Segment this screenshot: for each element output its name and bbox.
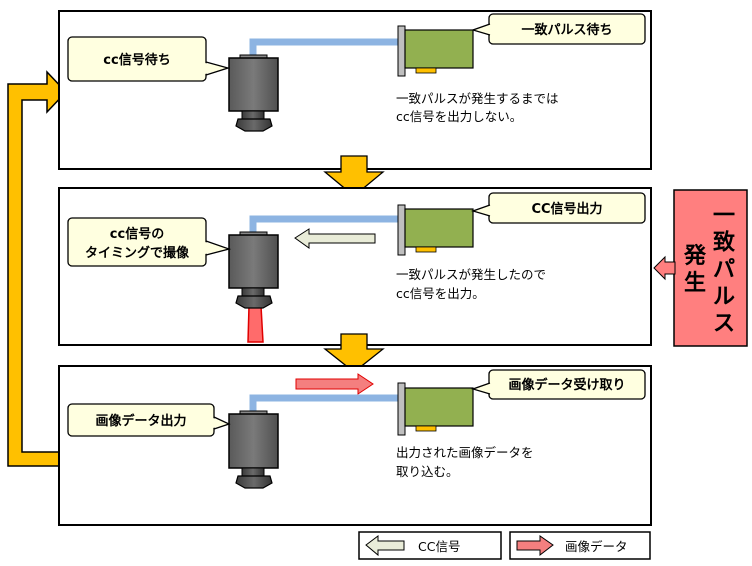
panel-description-line-2: cc信号を出力。	[396, 286, 485, 301]
legend-cc-signal: CC信号	[358, 531, 502, 560]
panel-description-line-1: 一致パルスが発生するまでは	[396, 91, 559, 106]
loop-back-arrow	[7, 70, 68, 467]
panel-description-line-2: cc信号を出力しない。	[396, 109, 522, 124]
board-callout: 一致パルス待ち	[470, 13, 646, 45]
board-callout: 画像データ受け取り	[470, 369, 646, 400]
panel-description-line-1: 一致パルスが発生したので	[396, 267, 546, 282]
legend-image-arrow-swatch	[516, 535, 554, 557]
panel-2: cc信号の タイミングで撮像 CC信号出力 一致パルスが発生したので cc信号を…	[58, 187, 652, 346]
camera-label: cc信号待ち	[103, 52, 170, 68]
panel-1: cc信号待ち 一致パルス待ち 一致パルスが発生するまでは cc信号を出力しない。	[58, 10, 652, 170]
cable	[249, 215, 402, 234]
legend-cc-label: CC信号	[418, 539, 460, 554]
cable	[249, 38, 402, 57]
camera-label-line-2: タイミングで撮像	[85, 245, 190, 261]
legend-image-data: 画像データ	[509, 531, 651, 560]
legend-cc-arrow-swatch	[365, 535, 405, 557]
panel-description-line-2: 取り込む。	[396, 464, 459, 479]
camera-callout: cc信号待ち	[67, 36, 231, 82]
flow-down-arrow	[323, 155, 385, 197]
camera-label: 画像データ出力	[95, 413, 186, 429]
capture-board	[397, 204, 474, 256]
board-callout: CC信号出力	[470, 192, 646, 224]
board-label: 画像データ受け取り	[508, 377, 625, 393]
pulse-label-col1: 一致パルス	[713, 204, 736, 337]
cable	[249, 394, 402, 413]
board-label: 一致パルス待ち	[521, 22, 612, 38]
camera-callout: 画像データ出力	[67, 403, 231, 437]
panel-description-line-1: 出力された画像データを	[396, 445, 534, 460]
camera	[228, 231, 279, 309]
camera-callout: cc信号の タイミングで撮像	[67, 217, 232, 267]
pulse-label-col2: 発生	[683, 244, 707, 296]
board-label: CC信号出力	[531, 201, 602, 217]
camera-label-line-1: cc信号の	[110, 226, 164, 242]
capture-board	[397, 25, 474, 77]
cc-signal-arrow	[294, 228, 376, 249]
camera	[228, 410, 279, 489]
capture-board	[397, 382, 474, 436]
pulse-box: 一致パルス 発生	[673, 189, 748, 347]
panel-3: 画像データ出力 画像データ受け取り 出力された画像データを 取り込む。	[58, 365, 652, 526]
laser-beam	[247, 305, 264, 343]
pulse-arrow	[653, 255, 676, 281]
flow-down-arrow	[323, 333, 385, 373]
legend-image-label: 画像データ	[565, 539, 628, 554]
image-data-arrow	[295, 373, 374, 395]
camera	[228, 54, 279, 132]
